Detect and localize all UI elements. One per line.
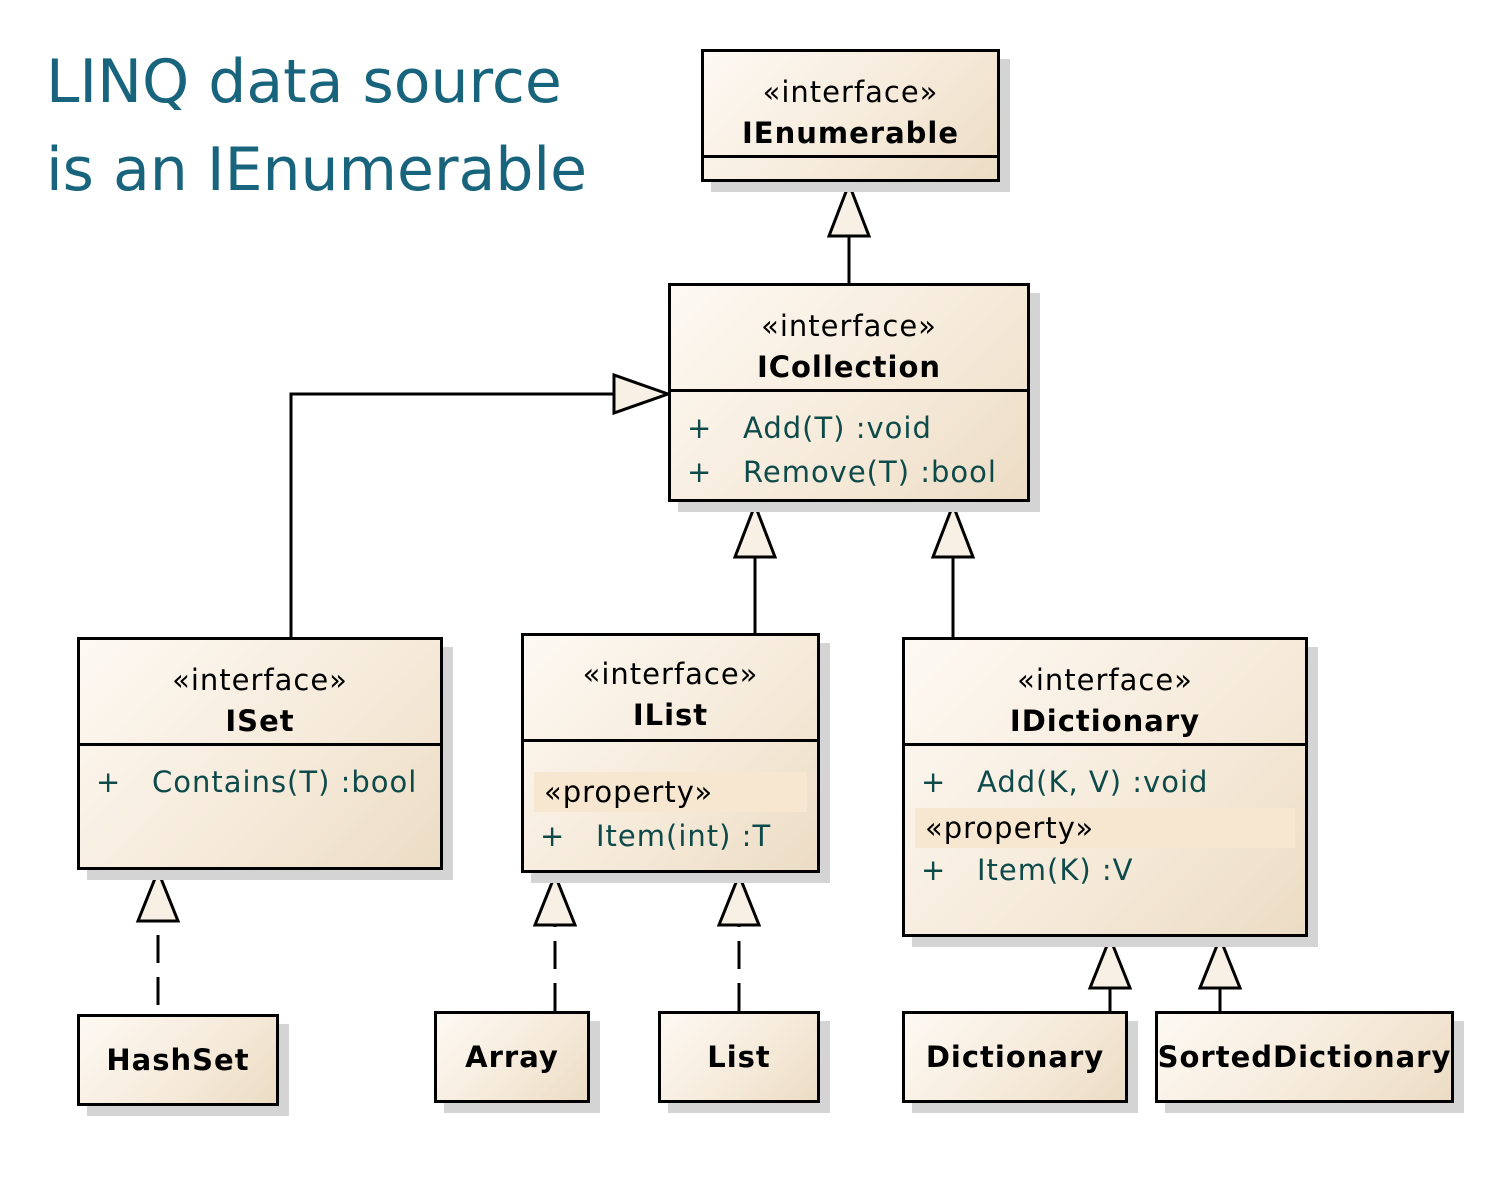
ienumerable-interface[interactable]: «interface» IEnumerable <box>701 49 1000 182</box>
ilist-property-stereotype: «property» <box>534 772 807 812</box>
idictionary-name: IDictionary <box>1009 704 1201 738</box>
arrowhead-ilist-from-array <box>532 870 578 927</box>
ilist-interface[interactable]: «interface» IList «property» + Item(int)… <box>521 633 820 873</box>
title-line-2: is an IEnumerable <box>46 135 587 205</box>
iset-name: ISet <box>225 704 295 738</box>
ienumerable-stereotype: «interface» <box>762 75 939 109</box>
arrowhead-idictionary-from-dictionary <box>1087 933 1133 990</box>
arrowhead-idictionary-from-sorteddictionary <box>1197 933 1243 990</box>
dictionary-class[interactable]: Dictionary <box>902 1011 1128 1103</box>
iset-interface[interactable]: «interface» ISet + Contains(T) :bool <box>77 637 443 870</box>
arrowhead-icollection-from-iset <box>612 372 673 416</box>
arrowhead-icollection-from-idictionary <box>930 500 976 559</box>
hashset-class[interactable]: HashSet <box>77 1014 279 1106</box>
arrowhead-iset <box>135 866 181 923</box>
idictionary-operation-add: + Add(K, V) :void <box>921 765 1209 799</box>
icollection-operation-remove: + Remove(T) :bool <box>687 455 997 489</box>
list-class[interactable]: List <box>658 1011 820 1103</box>
array-class[interactable]: Array <box>434 1011 590 1103</box>
sorteddictionary-class[interactable]: SortedDictionary <box>1155 1011 1454 1103</box>
idictionary-stereotype: «interface» <box>1017 663 1193 697</box>
idictionary-property-stereotype: «property» <box>915 808 1295 848</box>
idictionary-interface[interactable]: «interface» IDictionary + Add(K, V) :voi… <box>902 637 1308 937</box>
icollection-interface[interactable]: «interface» ICollection + Add(T) :void +… <box>668 283 1030 502</box>
icollection-stereotype: «interface» <box>761 309 937 343</box>
arrowhead-ienumerable <box>826 179 872 238</box>
iset-operation-contains: + Contains(T) :bool <box>96 765 418 799</box>
icollection-operation-add: + Add(T) :void <box>687 411 932 445</box>
arrowhead-ilist-from-list <box>716 870 762 927</box>
icollection-name: ICollection <box>756 350 942 384</box>
arrowhead-icollection-from-ilist <box>732 500 778 559</box>
slide-title: LINQ data source is an IEnumerable <box>46 38 646 214</box>
ilist-name: IList <box>632 698 709 732</box>
ilist-stereotype: «interface» <box>582 657 759 691</box>
ilist-property-item: + Item(int) :T <box>540 819 772 853</box>
ienumerable-name: IEnumerable <box>741 116 960 150</box>
title-line-1: LINQ data source <box>46 47 562 117</box>
iset-stereotype: «interface» <box>172 663 348 697</box>
generalization-iset-icollection <box>289 392 614 637</box>
idictionary-property-item: + Item(K) :V <box>921 853 1134 887</box>
